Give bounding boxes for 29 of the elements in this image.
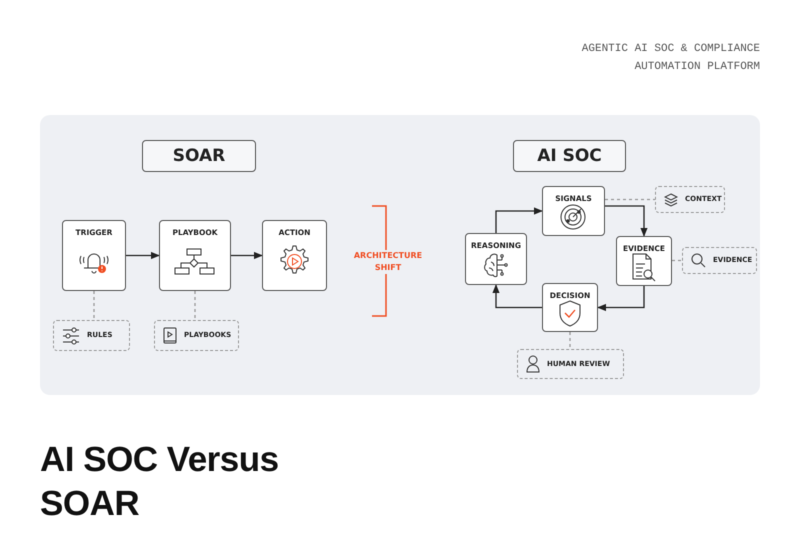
arrow xyxy=(231,252,263,260)
arrow xyxy=(492,284,542,308)
connector-line xyxy=(194,291,196,320)
process-box xyxy=(542,283,598,332)
resource-box xyxy=(154,320,239,351)
process-box xyxy=(62,220,126,291)
section-heading-box xyxy=(142,140,256,172)
arrow xyxy=(495,207,543,233)
connector-line xyxy=(672,260,682,262)
arrow xyxy=(605,205,648,237)
resource-box xyxy=(682,247,757,274)
connector-line xyxy=(605,198,655,200)
process-box xyxy=(159,220,231,291)
tagline: AGENTIC AI SOC & COMPLIANCE AUTOMATION PLATFORM xyxy=(580,42,760,75)
heading: SOAR xyxy=(172,146,226,166)
connector-line xyxy=(569,332,571,349)
process-box xyxy=(542,186,605,236)
title: AI SOC Versus SOAR xyxy=(40,439,280,525)
heading: AI SOC xyxy=(537,146,602,166)
process-box xyxy=(262,220,327,291)
arrow xyxy=(597,286,645,312)
resource-box xyxy=(517,349,624,379)
arrow xyxy=(126,252,160,260)
process-box xyxy=(616,236,672,286)
resource-box xyxy=(53,320,130,351)
process-box xyxy=(465,233,527,285)
connector-line xyxy=(93,291,95,320)
section-heading-box xyxy=(513,140,626,172)
resource-box xyxy=(655,186,725,213)
